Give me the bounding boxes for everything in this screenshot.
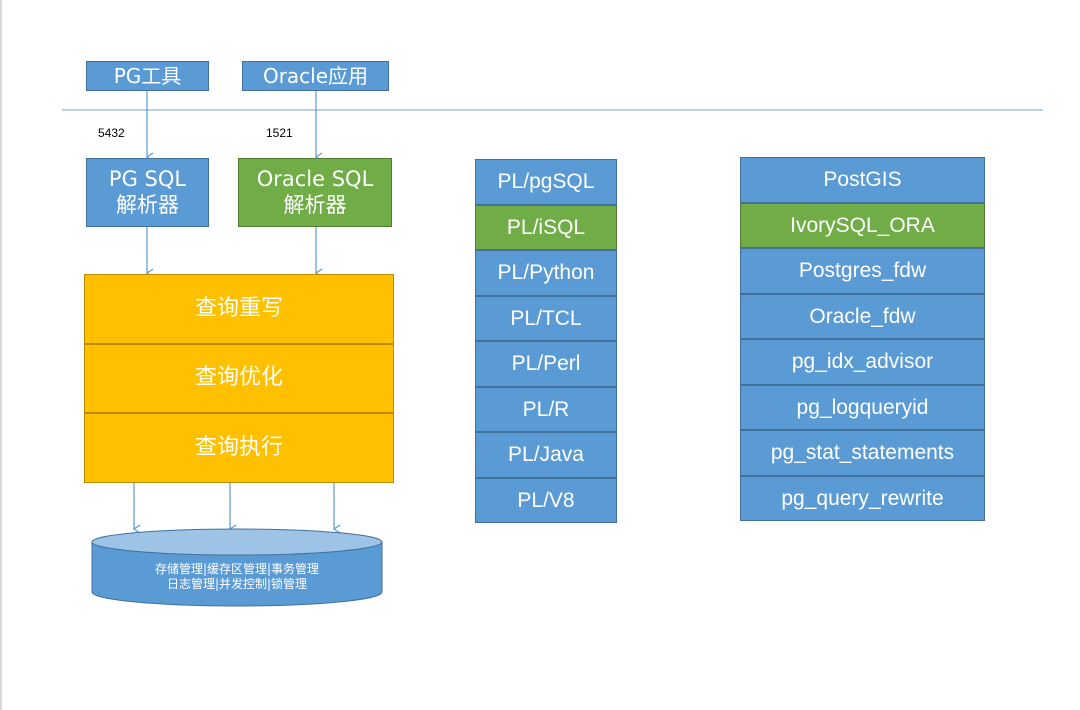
oracle-parser-line1: Oracle SQL	[256, 167, 374, 192]
extension-item: Postgres_fdw	[740, 248, 985, 294]
procedural-language-item: PL/Java	[475, 432, 617, 478]
procedural-language-item: PL/TCL	[475, 295, 617, 341]
procedural-language-label: PL/Perl	[511, 352, 581, 376]
extension-item: pg_query_rewrite	[740, 475, 985, 521]
storage-line2: 日志管理|并发控制|锁管理	[166, 577, 308, 591]
storage-text: 存储管理|缓存区管理|事务管理 日志管理|并发控制|锁管理	[92, 562, 382, 592]
extension-item: Oracle_fdw	[740, 293, 985, 339]
storage-line1: 存储管理|缓存区管理|事务管理	[154, 562, 320, 576]
procedural-language-item: PL/iSQL	[475, 204, 617, 250]
pg-parser-line2: 解析器	[116, 192, 179, 217]
procedural-language-item: PL/Perl	[475, 341, 617, 387]
query-rewrite-box: 查询重写	[84, 274, 394, 344]
procedural-language-label: PL/iSQL	[506, 215, 586, 239]
extension-item: pg_stat_statements	[740, 430, 985, 476]
extension-label: pg_logqueryid	[796, 395, 929, 419]
oracle-port-label: 1521	[266, 126, 293, 140]
procedural-language-label: PL/Python	[497, 261, 595, 285]
pg-port-label: 5432	[98, 126, 125, 140]
procedural-language-item: PL/R	[475, 386, 617, 432]
query-rewrite-label: 查询重写	[194, 295, 283, 321]
query-execute-label: 查询执行	[194, 434, 283, 460]
pg-parser-line1: PG SQL	[108, 167, 187, 192]
database-cylinder	[91, 528, 383, 607]
extension-label: pg_stat_statements	[770, 441, 955, 465]
procedural-language-item: PL/V8	[475, 477, 617, 523]
procedural-language-item: PL/Python	[475, 250, 617, 296]
procedural-language-label: PL/Java	[508, 443, 584, 467]
oracle-parser-line2: 解析器	[283, 192, 347, 217]
extension-label: IvorySQL_ORA	[790, 213, 935, 237]
frame-edge	[0, 0, 2, 710]
query-execute-box: 查询执行	[84, 413, 394, 483]
oracle-sql-parser-box: Oracle SQL 解析器	[238, 158, 392, 227]
extension-label: PostGIS	[823, 168, 902, 192]
oracle-app-box: Oracle应用	[242, 61, 389, 91]
pg-sql-parser-box: PG SQL 解析器	[86, 158, 209, 227]
extension-label: Oracle_fdw	[809, 304, 916, 328]
extension-item: pg_logqueryid	[740, 384, 985, 430]
pg-tool-box: PG工具	[86, 61, 209, 91]
query-optimize-box: 查询优化	[84, 344, 394, 413]
extension-item: PostGIS	[740, 157, 985, 203]
procedural-language-label: PL/V8	[517, 488, 575, 512]
procedural-language-label: PL/pgSQL	[497, 170, 595, 194]
procedural-language-label: PL/TCL	[510, 306, 582, 330]
extension-item: IvorySQL_ORA	[740, 202, 985, 248]
procedural-language-item: PL/pgSQL	[475, 159, 617, 205]
extension-label: pg_idx_advisor	[791, 350, 934, 374]
extension-item: pg_idx_advisor	[740, 339, 985, 385]
extension-label: pg_query_rewrite	[781, 486, 944, 510]
pg-tool-label: PG工具	[113, 64, 182, 88]
oracle-app-label: Oracle应用	[262, 64, 369, 88]
extension-label: Postgres_fdw	[798, 259, 927, 283]
procedural-language-label: PL/R	[522, 397, 570, 421]
query-optimize-label: 查询优化	[194, 365, 283, 391]
